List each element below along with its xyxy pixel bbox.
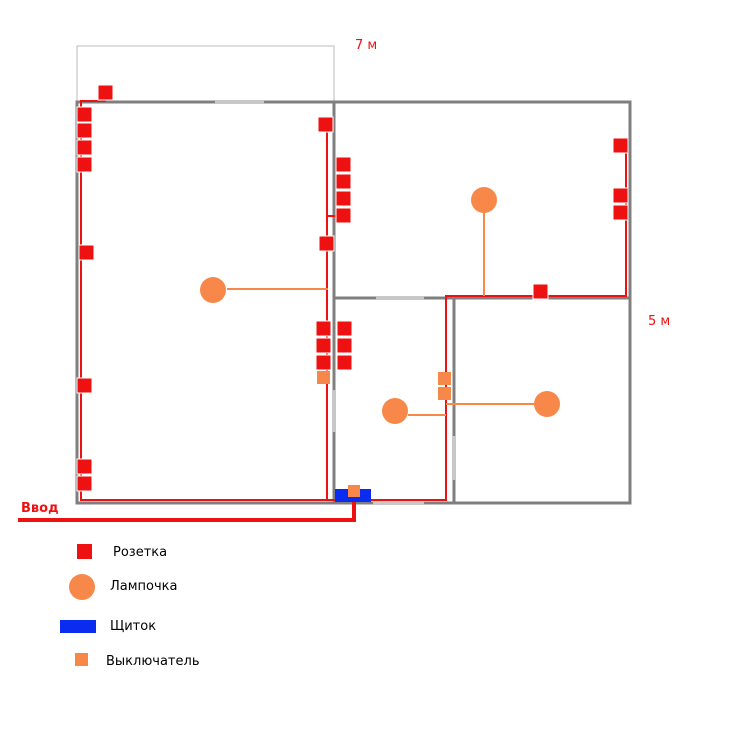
legend-lamp-icon	[69, 574, 95, 600]
outlet	[76, 458, 93, 475]
legend-panel-label: Щиток	[110, 619, 156, 634]
outlet	[317, 116, 334, 133]
outlet	[336, 354, 353, 371]
width-dimension-label: 7 м	[355, 38, 377, 53]
outlet	[76, 139, 93, 156]
lighting-wiring	[227, 212, 534, 416]
outlet	[76, 122, 93, 139]
outlet	[318, 235, 335, 252]
legend-panel-icon	[60, 620, 96, 633]
outlet	[315, 320, 332, 337]
switch	[438, 387, 451, 400]
outlet	[612, 187, 629, 204]
legend-switch-label: Выключатель	[106, 654, 199, 669]
outlet	[612, 204, 629, 221]
outlet	[315, 337, 332, 354]
outlet	[97, 84, 114, 101]
outlet	[336, 337, 353, 354]
switches	[317, 371, 451, 400]
input-line	[18, 495, 356, 522]
wire-right-rooms	[352, 145, 627, 501]
legend: Розетка Лампочка Щиток Выключатель	[60, 544, 199, 669]
panel-switch	[348, 485, 360, 497]
switch	[317, 371, 330, 384]
legend-outlet-icon	[77, 544, 92, 559]
legend-outlet-label: Розетка	[113, 545, 167, 560]
walls	[75, 100, 632, 505]
outlets	[76, 84, 629, 492]
outlet	[532, 283, 549, 300]
lamp	[200, 277, 226, 303]
input-label: Ввод	[21, 501, 59, 516]
height-dimension-label: 5 м	[648, 314, 670, 329]
outlet	[76, 106, 93, 123]
doors	[215, 100, 456, 505]
balcony-outline	[76, 45, 335, 103]
switch	[438, 372, 451, 385]
legend-lamp-label: Лампочка	[110, 579, 178, 594]
legend-switch-icon	[75, 653, 88, 666]
lamp	[534, 391, 560, 417]
lamps	[200, 187, 560, 424]
outlet	[335, 156, 352, 173]
input-feed	[18, 495, 356, 522]
outlet	[78, 244, 95, 261]
outlet	[335, 173, 352, 190]
outlet	[612, 137, 629, 154]
outlet	[76, 475, 93, 492]
outer-wall	[75, 100, 632, 505]
outlet	[76, 156, 93, 173]
outlet	[335, 190, 352, 207]
lamp	[471, 187, 497, 213]
lamp	[382, 398, 408, 424]
outlet	[335, 207, 352, 224]
outlet	[336, 320, 353, 337]
outlet	[315, 354, 332, 371]
outlet	[76, 377, 93, 394]
